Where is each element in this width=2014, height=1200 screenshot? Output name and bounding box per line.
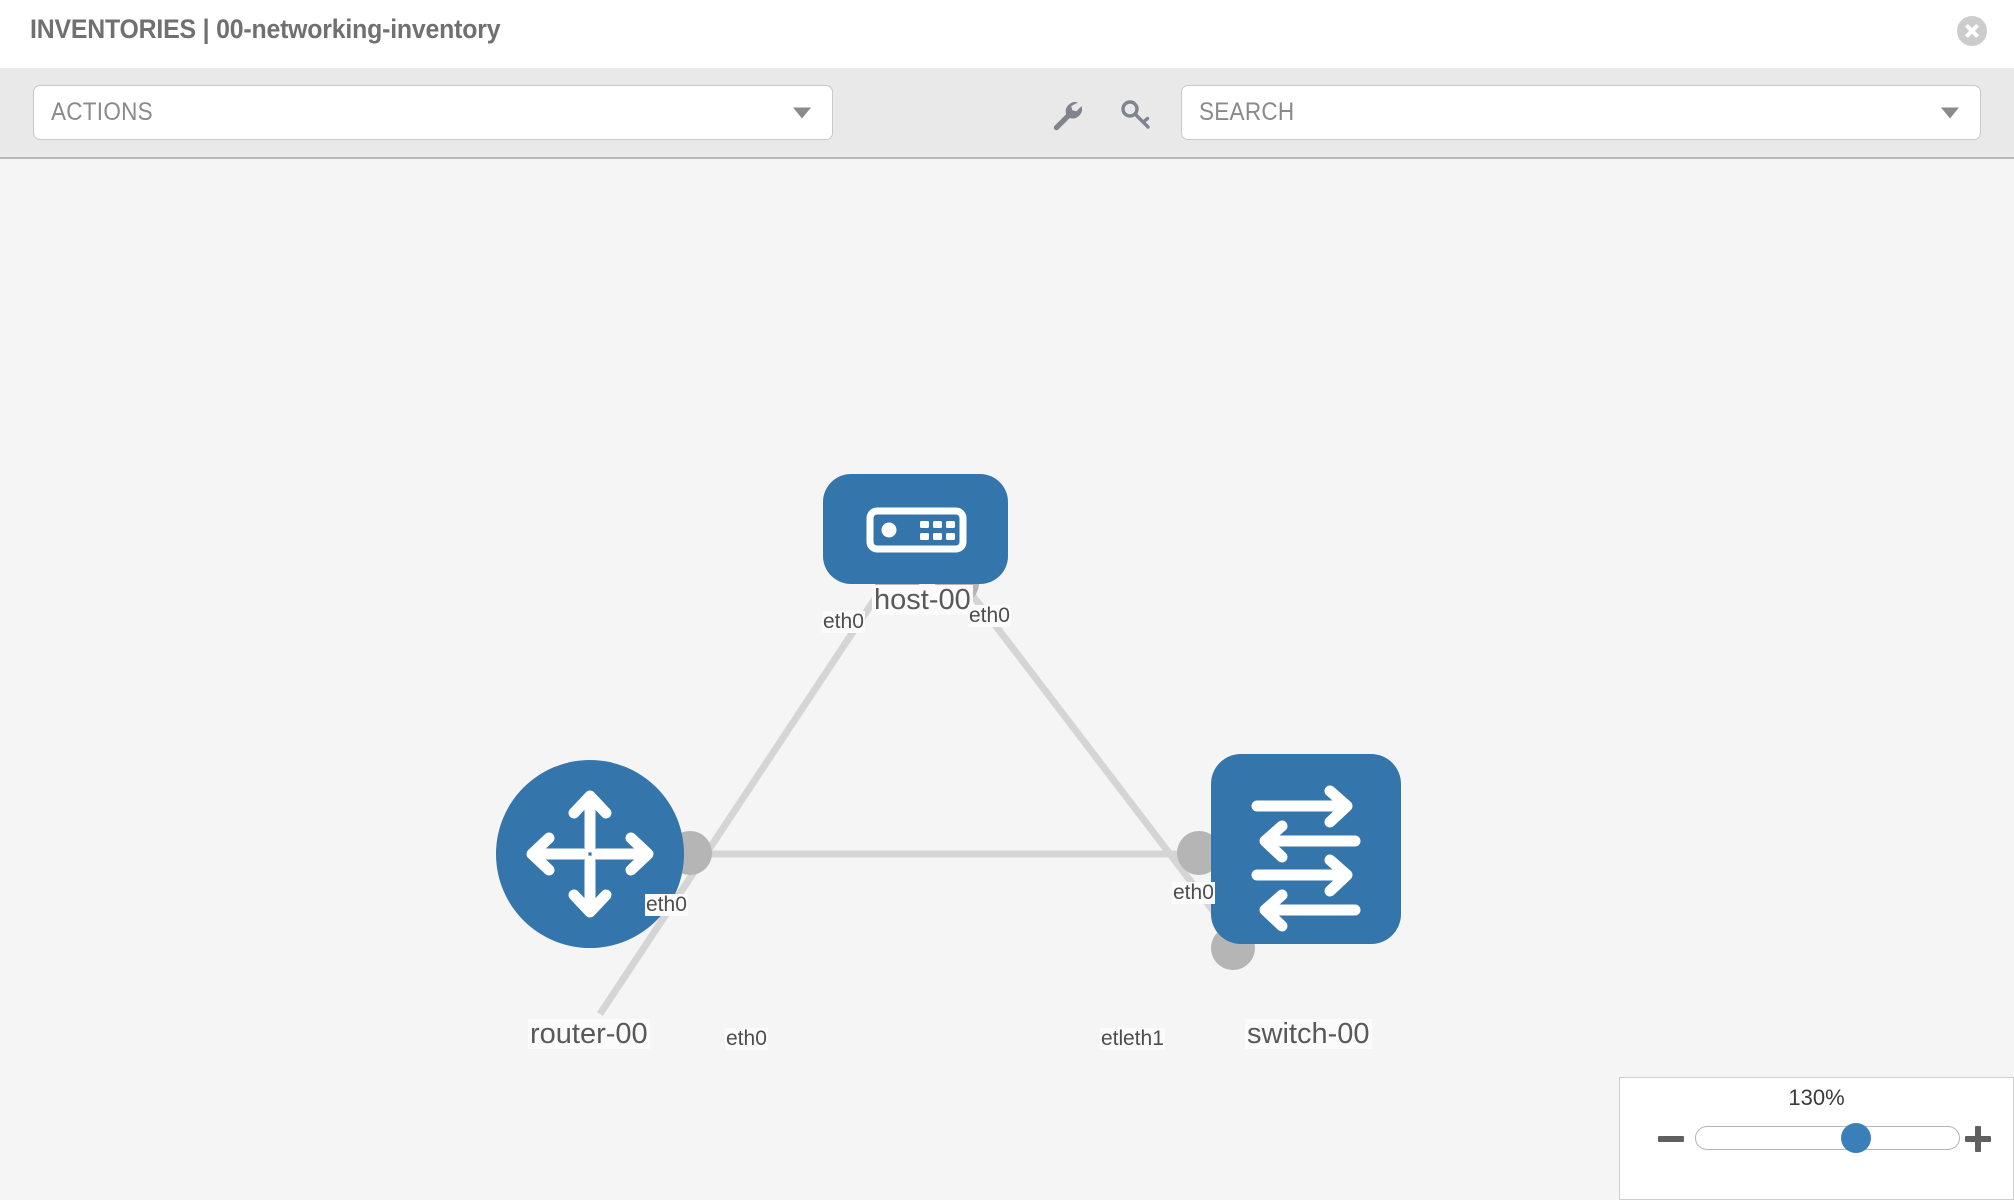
- zoom-slider-thumb[interactable]: [1841, 1123, 1872, 1153]
- iface-label-router-right: eth0: [725, 1027, 768, 1051]
- node-switch-00: [1211, 754, 1401, 944]
- actions-dropdown-label: ACTIONS: [51, 98, 153, 126]
- port-group: [668, 561, 1255, 970]
- node-label-switch-00: switch-00: [1245, 1018, 1372, 1050]
- topology-canvas[interactable]: host-00 router-00 switch-00 eth0 eth0 et…: [0, 159, 2014, 1200]
- iface-label-router-up: eth0: [645, 893, 688, 917]
- node-label-router-00: router-00: [528, 1018, 650, 1050]
- topology-graph: [496, 474, 1401, 1016]
- zoom-out-button[interactable]: [1658, 1126, 1684, 1152]
- port-switch-left: [1177, 831, 1221, 875]
- iface-label-host-left: eth0: [822, 610, 865, 634]
- toolbar: ACTIONS SEARCH: [0, 68, 2014, 159]
- iface-label-host-right: eth0: [968, 604, 1011, 628]
- link-group: [597, 576, 1253, 1016]
- node-label-host-00: host-00: [872, 584, 973, 616]
- zoom-level-value: 130%: [1788, 1085, 1845, 1110]
- zoom-in-button[interactable]: [1965, 1126, 1991, 1152]
- window-header: INVENTORIES | 00-networking-inventory: [0, 0, 2014, 68]
- server-icon: [866, 507, 967, 553]
- wrench-icon[interactable]: [1048, 96, 1084, 132]
- zoom-control-panel: 130%: [1619, 1077, 2014, 1200]
- chevron-down-icon: [793, 107, 811, 118]
- switch-arrows-icon: [1251, 785, 1361, 932]
- close-icon[interactable]: [1957, 16, 1987, 46]
- router-arrows-icon: [526, 790, 654, 918]
- actions-dropdown[interactable]: ACTIONS: [33, 85, 833, 140]
- zoom-slider[interactable]: [1695, 1123, 1960, 1153]
- key-icon[interactable]: [1117, 96, 1153, 132]
- search-input[interactable]: SEARCH: [1181, 85, 1981, 140]
- link-router-host: [597, 577, 891, 1016]
- node-host-00: [823, 474, 1008, 584]
- iface-label-switch-left-b: eth1: [1122, 1027, 1165, 1051]
- node-router-00: [496, 760, 684, 948]
- page-title: INVENTORIES | 00-networking-inventory: [30, 14, 501, 44]
- search-placeholder: SEARCH: [1199, 98, 1295, 126]
- chevron-down-icon: [1941, 107, 1959, 118]
- iface-label-switch-left-a: etl: [1100, 1027, 1125, 1051]
- iface-label-switch-up: eth0: [1172, 881, 1215, 905]
